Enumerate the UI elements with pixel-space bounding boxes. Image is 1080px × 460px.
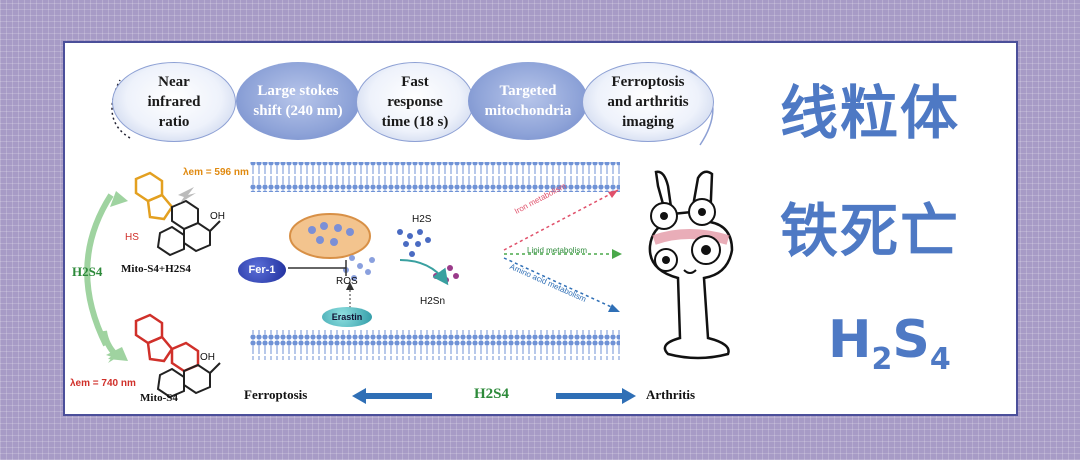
feature-label: Large stokes shift (240 nm) — [253, 83, 343, 119]
bottom-h2s4: H2S4 — [474, 386, 510, 402]
arrow-left — [352, 388, 432, 404]
bottom-ferroptosis: Ferroptosis — [244, 387, 308, 402]
bottom-arthritis: Arthritis — [646, 387, 696, 402]
feature-label: Fast response time (18 s) — [381, 74, 449, 130]
oh-top: OH — [210, 211, 225, 222]
title-h2s4-formula: H2S4 — [828, 310, 951, 377]
fer1-badge: Fer-1 — [238, 257, 286, 283]
probe-label: Mito-S4 — [140, 392, 178, 404]
lambda-top: λem = 596 nm — [183, 167, 249, 178]
feature-fast-response: Fast response time (18 s) — [356, 62, 474, 142]
feature-large-stokes: Large stokes shift (240 nm) — [236, 62, 360, 140]
membrane-diagram — [250, 162, 620, 360]
feature-label: Ferroptosis and arthritis imaging — [607, 74, 689, 130]
hs-label: HS — [125, 232, 139, 243]
pathway-arrows — [503, 189, 622, 312]
ros-label: ROS — [336, 276, 358, 287]
h2s4-cycle-label: H2S4 — [72, 264, 103, 279]
pathway-lipid: Lipid metabolism — [527, 246, 588, 255]
arthritis-joint-illustration — [648, 170, 734, 360]
h2s-label: H2S — [412, 214, 432, 225]
feature-label: Targeted mitochondria — [484, 83, 572, 119]
oh-bottom: OH — [200, 352, 215, 363]
erastin-badge: Erastin — [322, 307, 372, 327]
product-label: Mito-S4+H2S4 — [121, 263, 191, 275]
title-mitochondria-cn: 线粒体 — [780, 79, 961, 147]
feature-targeted: Targeted mitochondria — [468, 62, 588, 140]
feature-near-infrared: Near infrared ratio — [112, 62, 236, 142]
arrow-right — [556, 388, 636, 404]
feature-ferroptosis-imaging: Ferroptosis and arthritis imaging — [582, 62, 714, 142]
lambda-bottom: λem = 740 nm — [70, 378, 136, 389]
h2sn-label: H2Sn — [420, 296, 446, 307]
feature-label: Near infrared ratio — [147, 74, 201, 130]
probe-structures — [84, 171, 221, 399]
title-ferroptosis-cn: 铁死亡 — [780, 197, 961, 265]
